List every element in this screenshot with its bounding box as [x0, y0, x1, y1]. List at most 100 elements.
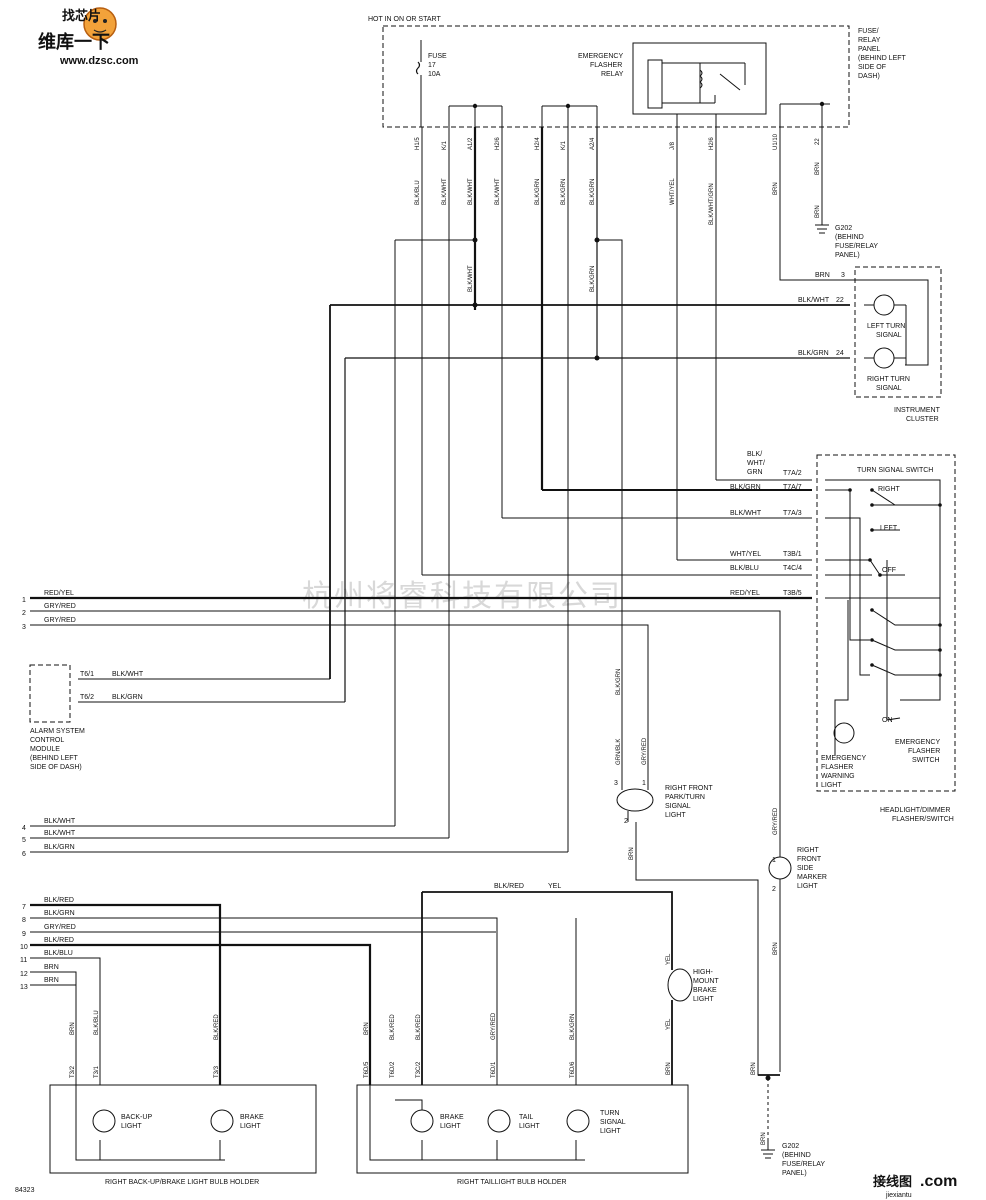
connector-id: J/8 [670, 141, 676, 150]
line-number: 11 [20, 957, 27, 964]
backup-light-label: BACK-UP [121, 1114, 152, 1121]
wire-color: BLK/WHT [468, 178, 474, 205]
wire-color: WHT/YEL [670, 178, 676, 205]
brake-light-label: BRAKE [440, 1114, 464, 1121]
wire-color: BLK/WHT [730, 510, 762, 517]
wire-color: BLK/GRN [616, 669, 622, 695]
alarm-module-label: ALARM SYSTEM [30, 728, 85, 735]
watermark: 杭州将睿科技有限公司 [302, 579, 622, 614]
alarm-module-label: (BEHIND LEFT [30, 755, 79, 762]
connector-id: U1/10 [773, 133, 779, 150]
connector-id: A2/4 [590, 137, 596, 150]
ground-label: PANEL) [835, 252, 860, 259]
wire-color: YEL [548, 883, 561, 890]
wire-color: GRY/RED [642, 737, 648, 765]
junction-dots [472, 101, 942, 1081]
ground-label: G202 [782, 1143, 799, 1150]
wire-color: BRN [666, 1062, 672, 1075]
wire-color: BRN [761, 1132, 767, 1145]
wire-color: BRN [629, 847, 635, 860]
line-number: 3 [22, 624, 26, 631]
connector-id: H2/6 [495, 137, 501, 150]
headlight-switch-label: FLASHER/SWITCH [892, 816, 954, 823]
park-light-label: RIGHT FRONT [665, 785, 713, 792]
connector-id: A1/2 [468, 137, 474, 150]
switch-left: LEFT [880, 525, 898, 532]
wire-color: BRN [44, 977, 59, 984]
pin-number: T6D/1 [491, 1061, 497, 1078]
line-number: 1 [22, 597, 26, 604]
switch-on: ON [882, 717, 893, 724]
alarm-module-label: CONTROL [30, 737, 64, 744]
right-turn-label: SIGNAL [876, 385, 902, 392]
emergency-switch-label: EMERGENCY [895, 739, 940, 746]
wire-color: BRN [773, 942, 779, 955]
pin-number: T4C/4 [783, 565, 802, 572]
line-number: 6 [22, 851, 26, 858]
pin-number: 24 [836, 350, 844, 357]
backup-light-label: LIGHT [121, 1123, 142, 1130]
warning-light-label: LIGHT [821, 782, 842, 789]
line-number: 10 [20, 944, 28, 951]
wire-color: BLK/GRN [570, 1014, 576, 1040]
svg-text:BLK/: BLK/ [747, 451, 762, 458]
fuse-relay-panel-box [382, 25, 850, 128]
wire-color: BLK/GRN [590, 179, 596, 205]
line-number: 4 [22, 825, 26, 832]
wire-color: GRN/BLK [616, 739, 622, 765]
park-light-label: PARK/TURN [665, 794, 705, 801]
pin-number: 2 [624, 818, 628, 825]
pin-number: 1 [772, 857, 776, 864]
brake-light-label: LIGHT [240, 1123, 261, 1130]
wire-color: WHT/YEL [730, 551, 761, 558]
turn-light-label: SIGNAL [600, 1119, 626, 1126]
ground-icon [761, 205, 829, 1159]
wire-color: BLK/BLU [94, 1010, 100, 1035]
labels: HOT IN ON OR START FUSE 17 10A EMERGENCY… [15, 16, 954, 1194]
wire-color: BRN [815, 205, 821, 218]
pin-number: T3B/5 [783, 590, 802, 597]
high-mount-label: BRAKE [693, 987, 717, 994]
wire-color: YEL [666, 1018, 672, 1030]
ground-label: G202 [835, 225, 852, 232]
relay-label: RELAY [601, 71, 624, 78]
wire-color: BLK/GRN [112, 694, 143, 701]
right-turn-label: RIGHT TURN [867, 376, 910, 383]
connector-id: H2/6 [709, 137, 715, 150]
wire-color: BRN [70, 1022, 76, 1035]
wire-color: BRN [364, 1022, 370, 1035]
holder-title: RIGHT BACK-UP/BRAKE LIGHT BULB HOLDER [105, 1179, 259, 1186]
switch-right: RIGHT [878, 486, 901, 493]
wire-color: BLK/BLU [415, 180, 421, 205]
wire-color: BLK/WHT [44, 818, 76, 825]
svg-text:WHT/: WHT/ [747, 460, 765, 467]
wire-color: GRY/RED [44, 603, 76, 610]
line-number: 5 [22, 837, 26, 844]
emergency-switch-label: SWITCH [912, 757, 940, 764]
wire-color: BLK/WHT [112, 671, 144, 678]
brake-light-label: LIGHT [440, 1123, 461, 1130]
pin-number: T3B/1 [783, 551, 802, 558]
wire-color: BLK/GRN [561, 179, 567, 205]
fuse-number: 17 [428, 62, 436, 69]
side-marker-label: RIGHT [797, 847, 820, 854]
dzsc-logo: 找芯片 维库一下 www.dzsc.com [38, 7, 139, 67]
wire-color: BLK/GRN [798, 350, 829, 357]
tail-light-label: LIGHT [519, 1123, 540, 1130]
panel-label: FUSE/ [858, 28, 879, 35]
connector-id: 22 [815, 138, 821, 145]
pin-number: 22 [836, 297, 844, 304]
wire-color: BRN [815, 162, 821, 175]
fuse-label: FUSE [428, 53, 447, 60]
footer-logo-site: jiexiantu [885, 1192, 912, 1199]
wire-color: BLK/RED [44, 897, 74, 904]
pin-number: T7A/3 [783, 510, 802, 517]
pin-number: 2 [772, 886, 776, 893]
svg-text:GRN: GRN [747, 469, 763, 476]
side-marker-label: FRONT [797, 856, 822, 863]
wire-color: BLK/WHT [44, 830, 76, 837]
wire-color: GRY/RED [44, 617, 76, 624]
relay-label: EMERGENCY [578, 53, 623, 60]
line-number: 13 [20, 984, 28, 991]
turn-light-label: LIGHT [600, 1128, 621, 1135]
